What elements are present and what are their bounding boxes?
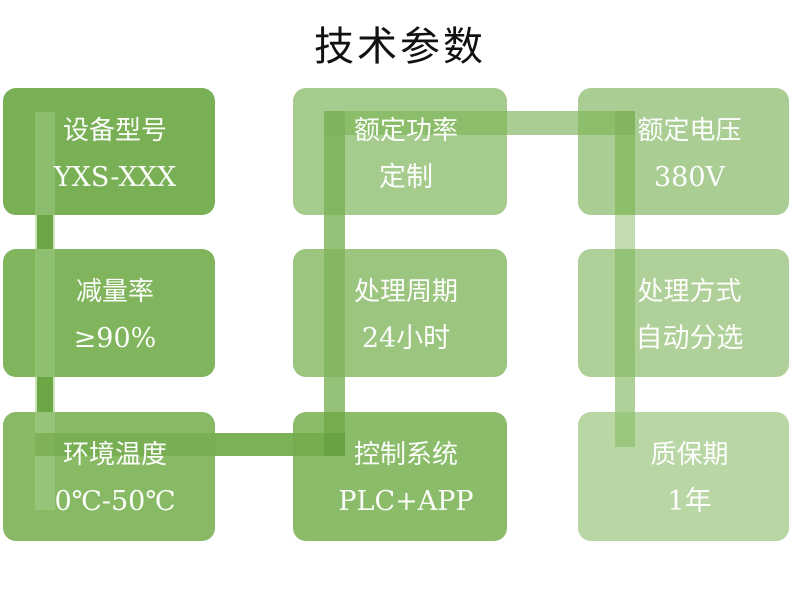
- card-ambient-temperature: 环境温度 0℃-50℃: [3, 412, 215, 541]
- pipe-segment: [615, 135, 635, 215]
- card-value: 自动分选: [635, 323, 744, 354]
- pipe-segment: [324, 377, 345, 412]
- card-label: 质保期: [650, 440, 729, 470]
- card-text: 控制系统 PLC+APP: [293, 412, 507, 541]
- card-reduction-rate: 减量率 ≥90%: [3, 249, 215, 377]
- pipe-segment: [324, 249, 345, 377]
- page-title: 技术参数: [314, 24, 486, 70]
- card-text: 设备型号 YXS-XXX: [3, 88, 215, 215]
- card-value: 380V: [653, 162, 726, 193]
- pipe-segment: [35, 249, 55, 377]
- pipe-bend: [615, 111, 635, 135]
- pipe-segment: [615, 412, 635, 447]
- card-text: 额定电压 380V: [578, 88, 789, 215]
- pipe-segment: [216, 433, 293, 456]
- pipe-segment: [507, 111, 578, 135]
- card-label: 减量率: [75, 277, 154, 307]
- card-value: 定制: [379, 162, 433, 193]
- card-label: 处理方式: [637, 277, 742, 307]
- pipe-bend: [35, 433, 55, 456]
- card-value: 1年: [667, 486, 712, 517]
- pipe-segment: [324, 215, 345, 249]
- pipe-segment: [293, 433, 324, 456]
- card-value: 0℃-50℃: [54, 486, 176, 517]
- card-rated-voltage: 额定电压 380V: [578, 88, 789, 215]
- card-value: 24小时: [361, 323, 451, 354]
- card-label: 额定功率: [353, 116, 458, 146]
- card-text: 处理周期 24小时: [293, 249, 507, 377]
- card-text: 减量率 ≥90%: [3, 249, 215, 377]
- pipe-bend: [324, 433, 345, 456]
- card-value: ≥90%: [73, 323, 157, 354]
- pipe-segment: [345, 111, 507, 135]
- pipe-segment: [35, 112, 55, 215]
- pipe-segment: [615, 249, 635, 377]
- pipe-segment: [35, 215, 55, 249]
- card-device-model: 设备型号 YXS-XXX: [3, 88, 215, 215]
- pipe-segment: [35, 377, 55, 412]
- card-label: 处理周期: [353, 277, 458, 307]
- card-text: 质保期 1年: [578, 412, 789, 541]
- card-processing-method: 处理方式 自动分选: [578, 249, 789, 377]
- card-label: 设备型号: [62, 116, 167, 146]
- card-control-system: 控制系统 PLC+APP: [293, 412, 507, 541]
- pipe-segment: [324, 135, 345, 215]
- pipe-segment: [578, 111, 615, 135]
- card-rated-power: 额定功率 定制: [293, 88, 507, 215]
- card-label: 控制系统: [353, 440, 458, 470]
- card-value: PLC+APP: [338, 486, 474, 517]
- card-text: 额定功率 定制: [293, 88, 507, 215]
- card-label: 额定电压: [637, 116, 742, 146]
- pipe-segment: [55, 433, 216, 456]
- pipe-segment: [615, 377, 635, 412]
- card-text: 环境温度 0℃-50℃: [3, 412, 215, 541]
- card-text: 处理方式 自动分选: [578, 249, 789, 377]
- pipe-bend: [324, 111, 345, 135]
- card-value: YXS-XXX: [53, 162, 177, 193]
- pipe-segment: [324, 412, 345, 433]
- pipe-segment: [615, 215, 635, 249]
- card-label: 环境温度: [62, 440, 167, 470]
- card-processing-cycle: 处理周期 24小时: [293, 249, 507, 377]
- card-warranty-period: 质保期 1年: [578, 412, 789, 541]
